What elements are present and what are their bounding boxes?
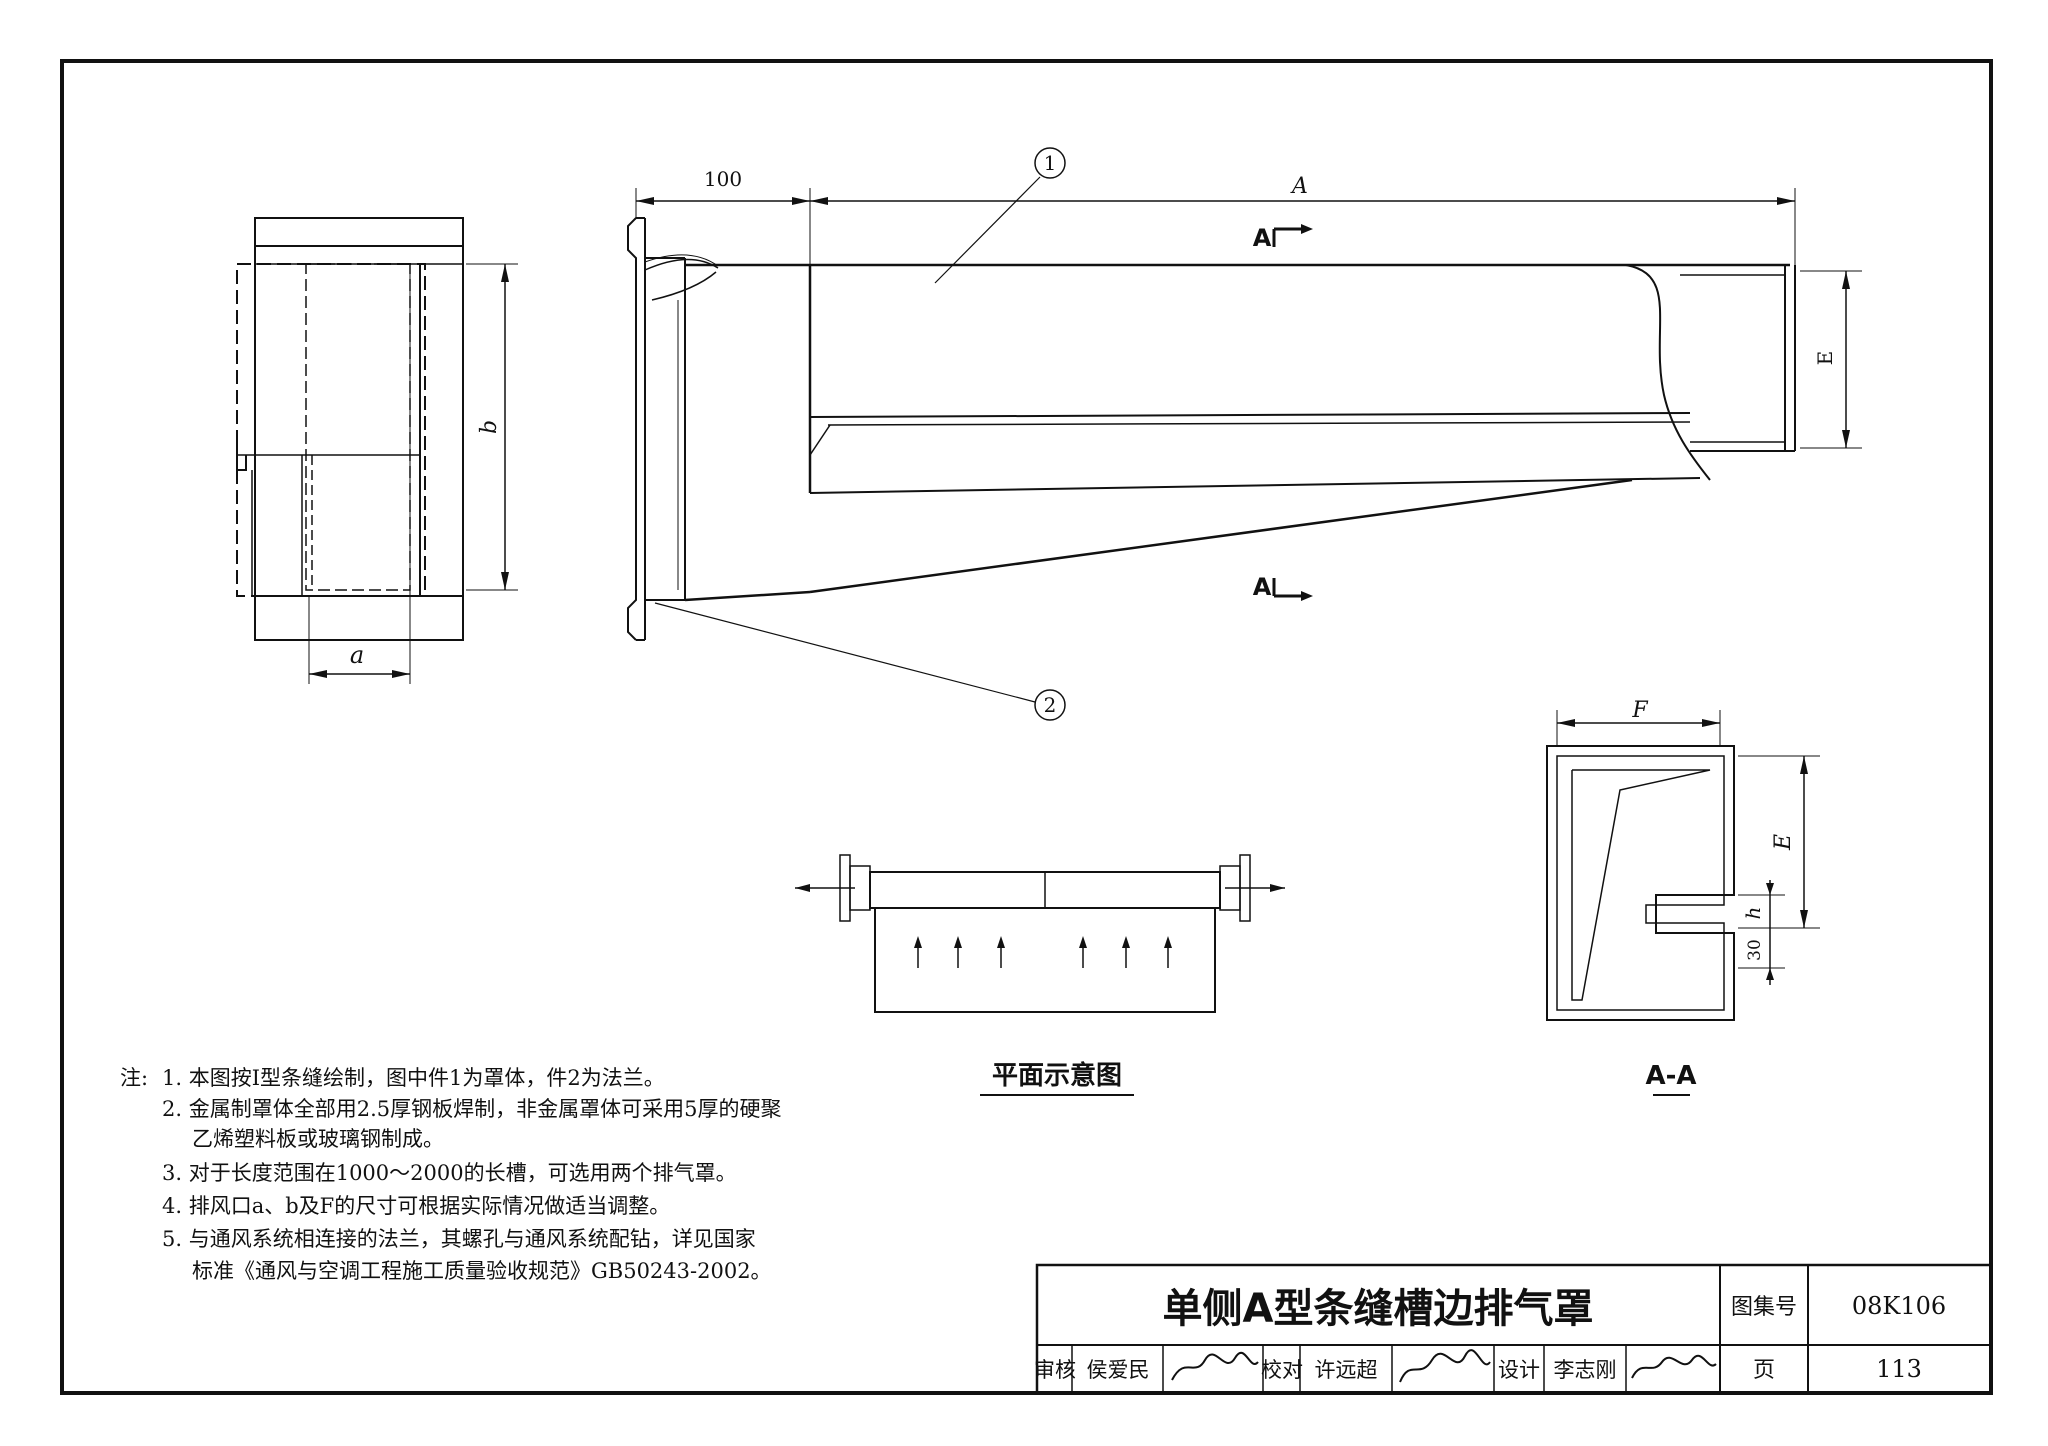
- main-elevation: [627, 147, 1862, 721]
- page-number: 113: [1876, 1355, 1922, 1383]
- note-line: 5. 与通风系统相连接的法兰，其螺孔与通风系统配钻，详见国家: [162, 1227, 756, 1251]
- atlas-label: 图集号: [1731, 1295, 1797, 1320]
- dim-A-label: A: [1290, 174, 1308, 199]
- atlas-number: 08K106: [1852, 1292, 1946, 1320]
- drawing-title: 单侧A型条缝槽边排气罩: [1163, 1286, 1594, 1332]
- plan-caption: 平面示意图: [992, 1060, 1122, 1091]
- review-label: 审核: [1034, 1358, 1076, 1382]
- section-mark-bottom: A: [1253, 573, 1272, 601]
- callout-1: 1: [1044, 151, 1057, 175]
- note-line: 3. 对于长度范围在1000～2000的长槽，可选用两个排气罩。: [162, 1161, 737, 1185]
- dim-b-label: b: [477, 420, 502, 434]
- reviewer-name: 侯爱民: [1087, 1358, 1150, 1382]
- sheet-border: [60, 59, 1993, 1395]
- note-line: 乙烯塑料板或玻璃钢制成。: [192, 1127, 444, 1151]
- note-line: 4. 排风口a、b及F的尺寸可根据实际情况做适当调整。: [162, 1194, 670, 1218]
- checker-signature: [1399, 1349, 1491, 1383]
- note-line: 1. 本图按Ⅰ型条缝绘制，图中件1为罩体，件2为法兰。: [162, 1066, 665, 1090]
- designer-name: 李志刚: [1554, 1358, 1617, 1382]
- section-mark-top: A: [1253, 224, 1272, 252]
- title-block: [1035, 1263, 1993, 1395]
- note-line: 2. 金属制罩体全部用2.5厚钢板焊制，非金属罩体可采用5厚的硬聚: [162, 1097, 781, 1121]
- dim-h-label: h: [1741, 907, 1765, 920]
- notes-prefix: 注:: [120, 1066, 148, 1090]
- dim-E-sec-label: E: [1771, 834, 1796, 851]
- notes: 注: 1. 本图按Ⅰ型条缝绘制，图中件1为罩体，件2为法兰。 2. 金属制罩体全…: [120, 1066, 781, 1283]
- reviewer-signature: [1171, 1351, 1259, 1381]
- note-line: 标准《通风与空调工程施工质量验收规范》GB50243-2002。: [192, 1259, 772, 1283]
- side-view: [236, 217, 518, 684]
- dim-E-main-label: E: [1813, 351, 1837, 366]
- dim-30-label: 30: [1745, 939, 1765, 961]
- plan-schematic: [795, 854, 1285, 1096]
- callout-2: 2: [1044, 693, 1057, 717]
- checker-name: 许远超: [1315, 1358, 1378, 1382]
- check-label: 校对: [1261, 1358, 1303, 1382]
- section-aa: [1546, 710, 1820, 1096]
- page-label: 页: [1753, 1358, 1775, 1383]
- dim-a-label: a: [350, 641, 364, 669]
- designer-signature: [1631, 1354, 1717, 1379]
- section-caption: A-A: [1645, 1061, 1696, 1091]
- dim-F-label: F: [1631, 698, 1648, 723]
- design-label: 设计: [1498, 1358, 1540, 1382]
- dim-100-label: 100: [704, 167, 742, 191]
